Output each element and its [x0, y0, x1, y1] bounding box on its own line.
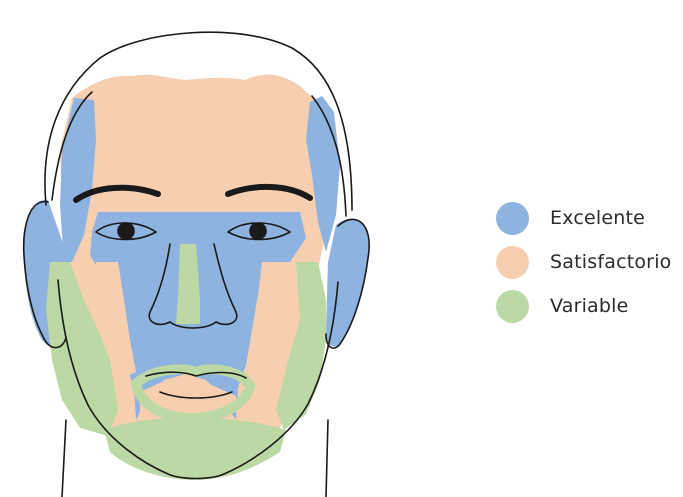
legend-label-excelente: Excelente [550, 207, 645, 229]
neck-left [62, 420, 66, 497]
legend-item-excelente: Excelente [496, 196, 676, 240]
right-iris [250, 223, 266, 239]
legend-item-satisfactorio: Satisfactorio [496, 240, 676, 284]
variable-nose-stripe [176, 244, 200, 324]
legend-swatch-variable [496, 290, 529, 323]
legend-swatch-excelente [496, 202, 529, 235]
legend-label-satisfactorio: Satisfactorio [550, 251, 672, 273]
legend: Excelente Satisfactorio Variable [496, 196, 676, 328]
neck-right [326, 420, 328, 497]
legend-swatch-satisfactorio [496, 246, 529, 279]
legend-label-variable: Variable [550, 295, 629, 317]
left-iris [118, 223, 134, 239]
variable-chin [104, 418, 286, 480]
legend-item-variable: Variable [496, 284, 676, 328]
